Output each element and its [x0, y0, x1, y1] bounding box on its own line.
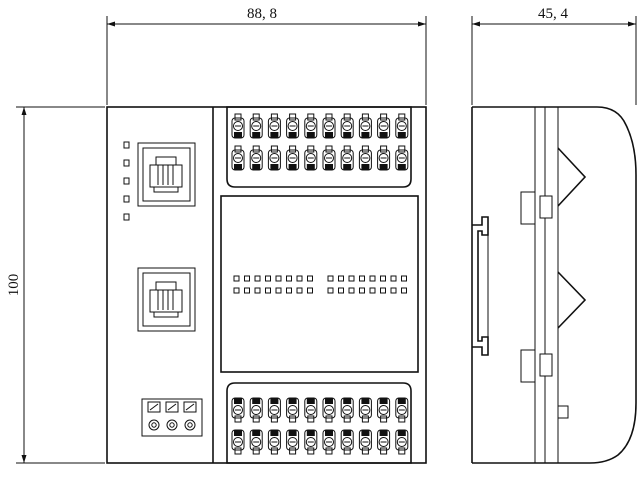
- io-indicator: [327, 287, 334, 294]
- status-led: [123, 177, 130, 185]
- io-indicator: [254, 287, 261, 294]
- terminal-screw: [340, 429, 354, 455]
- io-indicator: [286, 275, 292, 282]
- status-led: [123, 141, 130, 149]
- terminal-screw: [322, 429, 336, 455]
- terminal-screw: [249, 397, 263, 423]
- io-indicator: [359, 287, 365, 294]
- terminal-screw: [358, 397, 372, 423]
- io-indicator: [401, 287, 407, 294]
- indicator-window: [220, 195, 419, 373]
- terminal-screw: [231, 113, 245, 139]
- terminal-screw: [395, 429, 409, 455]
- io-indicator: [296, 275, 303, 282]
- terminal-screw: [340, 113, 354, 139]
- io-indicator: [348, 275, 355, 282]
- side-view: [471, 106, 637, 464]
- front-view: [106, 106, 427, 464]
- rj45-port-top: [137, 142, 196, 207]
- width-dimension: 88, 8: [106, 6, 427, 105]
- io-indicator: [338, 275, 344, 282]
- power-screw: [183, 401, 197, 431]
- io-indicator: [369, 275, 376, 282]
- power-terminal: [141, 398, 203, 437]
- terminal-screw: [340, 397, 354, 423]
- height-dimension-label: 100: [6, 274, 22, 297]
- terminal-screw: [395, 145, 409, 171]
- io-indicator: [244, 287, 250, 294]
- io-indicator: [265, 275, 271, 282]
- terminal-screw: [377, 429, 391, 455]
- terminal-screw: [322, 113, 336, 139]
- terminal-screw: [267, 145, 281, 171]
- io-indicator: [338, 287, 344, 294]
- depth-dimension: 45, 4: [471, 6, 637, 105]
- terminal-screw: [249, 429, 263, 455]
- terminal-screw: [267, 429, 281, 455]
- rj45-port-bottom: [137, 267, 196, 332]
- io-indicator: [380, 275, 386, 282]
- io-indicator: [307, 275, 313, 282]
- power-screw: [147, 401, 161, 431]
- bottom-terminal-block: [226, 382, 412, 464]
- terminal-screw: [377, 113, 391, 139]
- depth-dimension-label: 45, 4: [538, 6, 569, 22]
- terminal-screw: [304, 397, 318, 423]
- terminal-screw: [395, 113, 409, 139]
- terminal-screw: [358, 429, 372, 455]
- height-dimension: 100: [6, 106, 105, 464]
- terminal-screw: [231, 429, 245, 455]
- io-indicator: [233, 287, 240, 294]
- io-indicator: [348, 287, 355, 294]
- io-indicator: [390, 287, 397, 294]
- status-led: [123, 195, 130, 203]
- io-indicator: [359, 275, 365, 282]
- terminal-screw: [249, 113, 263, 139]
- terminal-screw: [304, 429, 318, 455]
- io-indicator: [265, 287, 271, 294]
- io-indicator: [401, 275, 407, 282]
- terminal-screw: [286, 145, 300, 171]
- terminal-screw: [267, 113, 281, 139]
- top-terminal-block: [226, 106, 412, 188]
- io-indicator: [286, 287, 292, 294]
- io-indicator: [233, 275, 240, 282]
- io-indicator: [296, 287, 303, 294]
- terminal-screw: [395, 397, 409, 423]
- terminal-screw: [322, 397, 336, 423]
- io-indicator: [390, 275, 397, 282]
- io-indicator: [380, 287, 386, 294]
- terminal-screw: [231, 145, 245, 171]
- io-indicator: [307, 287, 313, 294]
- power-screw: [165, 401, 179, 431]
- io-indicator: [369, 287, 376, 294]
- width-dimension-label: 88, 8: [247, 6, 277, 22]
- terminal-screw: [322, 145, 336, 171]
- terminal-screw: [286, 429, 300, 455]
- io-indicator: [275, 287, 282, 294]
- terminal-screw: [267, 397, 281, 423]
- status-led-column: [123, 141, 130, 221]
- terminal-screw: [358, 113, 372, 139]
- terminal-screw: [286, 113, 300, 139]
- status-led: [123, 159, 130, 167]
- io-indicator: [244, 275, 250, 282]
- terminal-screw: [304, 113, 318, 139]
- terminal-screw: [249, 145, 263, 171]
- terminal-screw: [304, 145, 318, 171]
- terminal-screw: [231, 397, 245, 423]
- io-indicator: [254, 275, 261, 282]
- status-led: [123, 213, 130, 221]
- io-indicator: [275, 275, 282, 282]
- terminal-screw: [286, 397, 300, 423]
- terminal-screw: [340, 145, 354, 171]
- io-indicator: [327, 275, 334, 282]
- terminal-screw: [377, 145, 391, 171]
- terminal-screw: [377, 397, 391, 423]
- terminal-screw: [358, 145, 372, 171]
